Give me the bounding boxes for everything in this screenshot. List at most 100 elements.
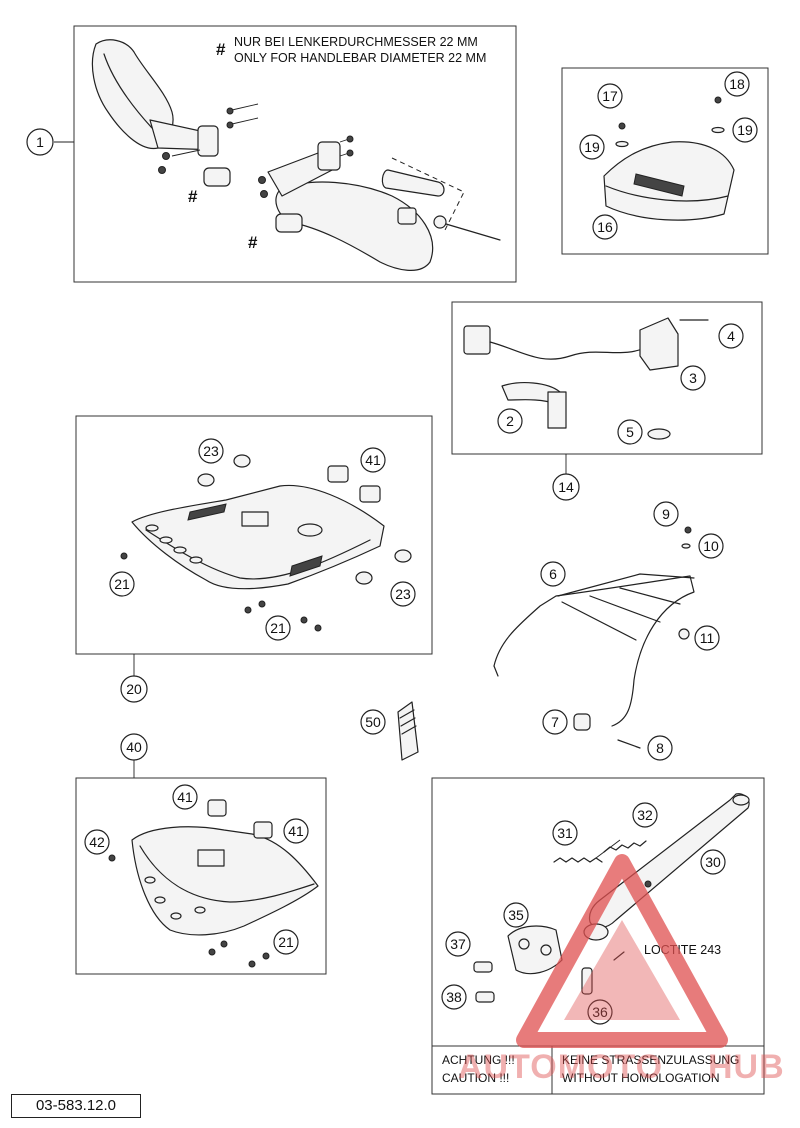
callout-19-left: 19 bbox=[579, 134, 605, 160]
watermark-triangle-outer bbox=[516, 854, 728, 1048]
engine-guard-pad bbox=[197, 849, 225, 867]
watermark-text-right: HUB bbox=[708, 1048, 785, 1086]
engine-guard-box bbox=[75, 777, 327, 975]
screw-21-f bbox=[208, 948, 216, 956]
rack-frame bbox=[493, 575, 695, 727]
warning-label-en: CAUTION !!! bbox=[442, 1071, 509, 1085]
callout-1: 1 bbox=[26, 128, 54, 156]
bracket-41-b bbox=[359, 485, 381, 503]
svg-text:7: 7 bbox=[551, 714, 559, 730]
handlebar-note-de: NUR BEI LENKERDURCHMESSER 22 MM bbox=[234, 35, 478, 49]
right-clamp bbox=[317, 141, 341, 171]
hash-note-symbol: # bbox=[216, 40, 226, 59]
skid-plate-hole bbox=[297, 523, 323, 537]
plug-23-a bbox=[233, 454, 251, 468]
engine-guard-fold bbox=[139, 845, 315, 903]
bolt-8 bbox=[617, 739, 641, 749]
callout-41-right: 41 bbox=[283, 818, 309, 844]
callout-17: 17 bbox=[597, 83, 623, 109]
side-stand-hook bbox=[644, 880, 652, 888]
stand-bracket-hole-a bbox=[518, 938, 530, 950]
wiring-box bbox=[451, 301, 763, 455]
svg-text:41: 41 bbox=[365, 452, 381, 468]
left-clamp bbox=[197, 125, 219, 157]
grip-tube bbox=[381, 169, 445, 197]
loctite-tube-group: 50 bbox=[360, 701, 419, 761]
skid-plate-vents bbox=[145, 524, 203, 564]
part-code-label: 03-583.12.0 bbox=[11, 1094, 141, 1118]
svg-text:8: 8 bbox=[656, 740, 664, 756]
side-stand-foot bbox=[732, 794, 750, 806]
bolt-37 bbox=[473, 961, 493, 973]
skid-plate-box bbox=[75, 415, 433, 655]
side-stand-box bbox=[431, 777, 765, 1095]
svg-text:21: 21 bbox=[114, 576, 130, 592]
svg-text:2: 2 bbox=[506, 413, 514, 429]
svg-text:18: 18 bbox=[729, 76, 745, 92]
seat-pad-edge bbox=[605, 185, 729, 202]
callout-21-bottom: 21 bbox=[265, 615, 291, 641]
callout-36: 36 bbox=[587, 999, 613, 1025]
engine-guard bbox=[131, 826, 319, 936]
callout-4: 4 bbox=[718, 323, 744, 349]
callout-42: 42 bbox=[84, 829, 110, 855]
bar-end-washer bbox=[433, 215, 447, 229]
svg-text:42: 42 bbox=[89, 834, 105, 850]
svg-text:20: 20 bbox=[126, 681, 142, 697]
svg-text:1: 1 bbox=[36, 134, 44, 150]
callout-3: 3 bbox=[680, 365, 706, 391]
seat-pad bbox=[603, 141, 735, 221]
module-3 bbox=[639, 317, 679, 371]
cable bbox=[489, 341, 651, 360]
callout-30: 30 bbox=[700, 849, 726, 875]
callout-10: 10 bbox=[698, 533, 724, 559]
svg-text:14: 14 bbox=[558, 479, 574, 495]
callout-32: 32 bbox=[632, 802, 658, 828]
svg-text:5: 5 bbox=[626, 424, 634, 440]
callout-38: 38 bbox=[441, 984, 467, 1010]
spring-31 bbox=[553, 857, 603, 863]
callout-37: 37 bbox=[445, 931, 471, 957]
bar-end-insert bbox=[397, 207, 417, 225]
washer-19-right bbox=[711, 126, 725, 134]
skid-plate-logo-top bbox=[187, 503, 227, 521]
svg-text:11: 11 bbox=[700, 630, 715, 646]
callout-2: 2 bbox=[497, 408, 523, 434]
screw-21-h bbox=[248, 960, 256, 968]
svg-text:32: 32 bbox=[637, 807, 653, 823]
callout-20: 20 bbox=[120, 675, 148, 703]
screw-21-g bbox=[220, 940, 228, 948]
svg-text:38: 38 bbox=[446, 989, 462, 1005]
callout-41-middle: 41 bbox=[172, 784, 198, 810]
callout-35: 35 bbox=[503, 902, 529, 928]
callout-14: 14 bbox=[552, 473, 580, 501]
seat-pad-box bbox=[561, 67, 769, 255]
callout-18: 18 bbox=[724, 71, 750, 97]
screw-17 bbox=[618, 122, 626, 130]
seat-pad-group: 17 18 19 19 16 bbox=[561, 67, 769, 255]
plug-23-c bbox=[394, 549, 412, 563]
loctite-label: LOCTITE 243 bbox=[644, 943, 721, 957]
screw-21-b bbox=[244, 606, 252, 614]
skid-plate-logo-front bbox=[289, 555, 323, 577]
screw-42 bbox=[108, 854, 116, 862]
screw-21-a bbox=[120, 552, 128, 560]
watermark-triangle-inner bbox=[564, 920, 680, 1020]
screw-21-i bbox=[262, 952, 270, 960]
svg-text:31: 31 bbox=[557, 825, 573, 841]
callout-6: 6 bbox=[540, 561, 566, 587]
svg-text:37: 37 bbox=[450, 936, 466, 952]
svg-text:36: 36 bbox=[592, 1004, 608, 1020]
svg-text:40: 40 bbox=[126, 739, 142, 755]
callout-11: 11 bbox=[694, 625, 720, 651]
svg-text:23: 23 bbox=[203, 443, 219, 459]
callout-9: 9 bbox=[653, 501, 679, 527]
left-screws bbox=[158, 103, 259, 174]
handlebar-note-en: ONLY FOR HANDLEBAR DIAMETER 22 MM bbox=[234, 51, 486, 65]
rack-slats bbox=[561, 587, 681, 641]
svg-text:41: 41 bbox=[177, 789, 193, 805]
watermark: AUTOMOTO HUB bbox=[458, 854, 785, 1086]
svg-text:10: 10 bbox=[703, 538, 719, 554]
svg-text:30: 30 bbox=[705, 854, 721, 870]
